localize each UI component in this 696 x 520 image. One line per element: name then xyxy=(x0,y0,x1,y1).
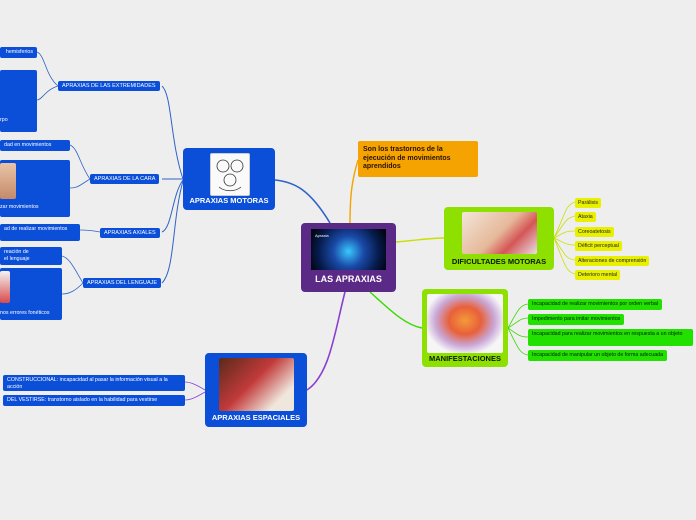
manifestaciones-title: MANIFESTACIONES xyxy=(429,354,501,363)
leaf-lenguaje-1[interactable]: reación de el lenguaje xyxy=(0,247,62,265)
leaf-lenguaje-2-text: nos errores fonéticos xyxy=(0,310,50,316)
group-extremidades[interactable]: APRAXIAS DE LAS EXTREMIDADES xyxy=(58,81,160,91)
link-central-espaciales xyxy=(306,291,346,391)
central-node[interactable]: Apraxia LAS APRAXIAS xyxy=(301,223,396,292)
definition-node[interactable]: Son los trastornos de la ejecución de mo… xyxy=(358,141,478,177)
leaf-manipular[interactable]: Incapacidad de manipular un objeto de fo… xyxy=(528,350,668,361)
motoras-image xyxy=(210,153,250,196)
link-central-definicion xyxy=(349,159,359,224)
leaf-hemisferios[interactable]: hemisferios xyxy=(0,47,37,58)
mouth-image xyxy=(0,271,10,303)
group-axiales[interactable]: APRAXIAS AXIALES xyxy=(100,228,160,238)
leaf-lenguaje-1-line2: el lenguaje xyxy=(4,256,30,262)
dificultades-title: DIFICULTADES MOTORAS xyxy=(451,257,547,266)
leaf-rpo-text: rpo xyxy=(0,117,8,123)
leaf-cara-1[interactable]: dad en movimientos xyxy=(0,140,70,151)
leaf-deterioro[interactable]: Deterioro mental xyxy=(575,270,621,280)
leaf-respuesta-objeto[interactable]: Incapacidad para realizar movimientos en… xyxy=(528,329,693,346)
group-cara[interactable]: APRAXIAS DE LA CARA xyxy=(90,174,160,184)
dificultades-node[interactable]: DIFICULTADES MOTORAS xyxy=(444,207,554,270)
espaciales-node[interactable]: APRAXIAS ESPACIALES xyxy=(205,353,307,427)
leaf-construccional[interactable]: CONSTRUCCIONAL: incapacidad al pasar la … xyxy=(3,375,185,391)
link-central-manifestaciones xyxy=(369,291,423,329)
motoras-title: APRAXIAS MOTORAS xyxy=(189,196,269,205)
leaf-extremidades-2[interactable]: rpo xyxy=(0,70,37,132)
brain-image-caption: Apraxia xyxy=(315,233,329,238)
leaf-imitar[interactable]: Impedimento para imitar movimientos xyxy=(528,314,625,325)
leaf-axiales[interactable]: ad de realizar movimientos xyxy=(0,224,80,241)
leaf-cara-2[interactable]: zar movimientos xyxy=(0,160,70,217)
motoras-node[interactable]: APRAXIAS MOTORAS xyxy=(183,148,275,210)
leaf-ataxia[interactable]: Ataxia xyxy=(575,212,596,222)
leaf-deficit-perceptual[interactable]: Déficit perceptual xyxy=(575,241,622,251)
leaf-lenguaje-2[interactable]: nos errores fonéticos xyxy=(0,268,62,320)
link-central-dificultades xyxy=(395,237,445,243)
brain-diagram-image xyxy=(427,294,503,353)
leaf-lenguaje-1-line1: reación de xyxy=(4,249,29,255)
dificultades-image xyxy=(462,212,537,254)
leaf-paralisis[interactable]: Parálisis xyxy=(575,198,602,208)
link-central-motoras xyxy=(274,179,331,224)
face-image xyxy=(0,163,16,199)
group-lenguaje[interactable]: APRAXIAS DEL LENGUAJE xyxy=(83,278,162,288)
manifestaciones-node[interactable]: MANIFESTACIONES xyxy=(422,289,508,367)
espaciales-title: APRAXIAS ESPACIALES xyxy=(211,413,301,422)
brain-image: Apraxia xyxy=(311,229,386,270)
leaf-vestirse[interactable]: DEL VESTIRSE: transtorno aislado en la h… xyxy=(3,395,185,406)
leaf-coreoatetosis[interactable]: Coreoatetosis xyxy=(575,227,614,237)
central-title: LAS APRAXIAS xyxy=(315,274,382,284)
leaf-cara-2-text: zar movimientos xyxy=(0,204,39,210)
leaf-alteraciones[interactable]: Alteraciones de comprensión xyxy=(575,256,650,266)
leaf-orden-verbal[interactable]: Incapacidad de realizar movimientos por … xyxy=(528,299,663,310)
espaciales-image xyxy=(219,358,294,411)
